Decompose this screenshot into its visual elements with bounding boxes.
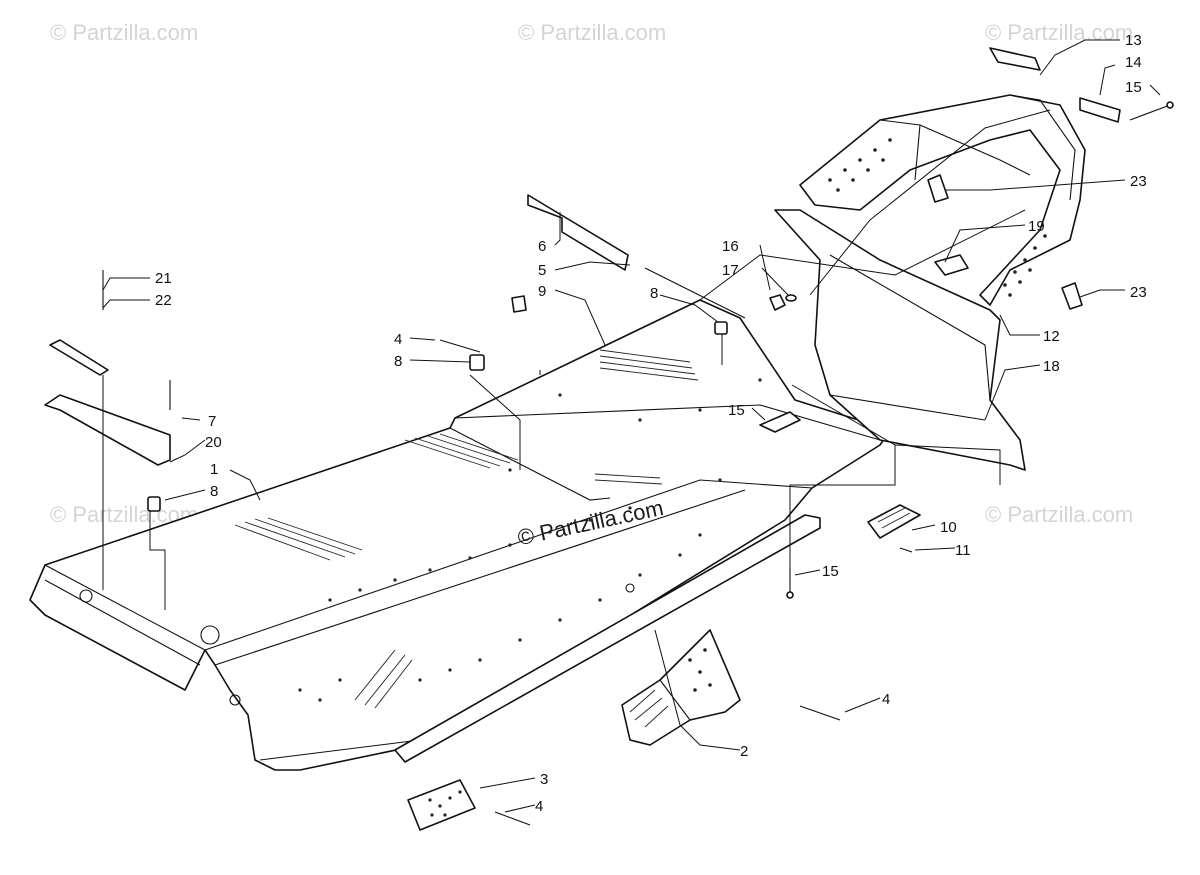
callout-23-b: 23 [1130,284,1147,301]
callout-14: 14 [1125,54,1142,71]
bolt-part-15-bottom [786,568,794,599]
nut-part-16 [769,294,786,311]
leader-lines [102,39,1161,813]
hinge-part-15 [759,411,801,433]
flap-part-5-6 [511,194,746,319]
plug-part-8-b [714,321,728,335]
callout-1: 1 [210,461,218,478]
washer-part-17 [785,294,797,302]
flap-part-18 [774,209,1026,471]
plug-part-8-c [147,496,161,512]
bolt-part-15-top [1129,101,1174,121]
tunnel-part-1 [29,299,891,771]
callout-9: 9 [538,283,546,300]
callout-19: 19 [1028,218,1045,235]
callout-2: 2 [740,743,748,760]
rivet-part-4-bottom [494,811,531,826]
plate-part-3 [407,779,476,831]
clip-part-23-b [1061,282,1083,310]
callout-5: 5 [538,262,546,279]
callout-15-top: 15 [1125,79,1142,96]
decal-part-10 [867,504,921,539]
watermark-top-center: © Partzilla.com [518,20,666,45]
callout-3: 3 [540,771,548,788]
callout-8-c: 8 [210,483,218,500]
callout-20: 20 [205,434,222,451]
bracket-part-2 [621,629,741,746]
callout-4-top: 4 [394,331,402,348]
callout-11: 11 [955,542,971,559]
callout-15-mid: 15 [728,402,745,419]
rivet-part-4-top [439,339,481,353]
callout-16: 16 [722,238,739,255]
watermark-top-left: © Partzilla.com [50,20,198,45]
rivet-part-4-right [799,705,841,721]
callout-23-a: 23 [1130,173,1147,190]
decal-part-14 [1079,97,1121,123]
callout-8-b: 8 [650,285,658,302]
callout-10: 10 [940,519,957,536]
bumper-part-12 [799,94,1086,306]
decal-part-13 [989,47,1041,71]
callout-21: 21 [155,270,172,287]
watermark-top-right: © Partzilla.com [985,20,1133,45]
screw-part-11 [899,547,913,553]
callout-8-a: 8 [394,353,402,370]
callout-13: 13 [1125,32,1142,49]
bracket-part-20 [44,394,171,466]
callout-18: 18 [1043,358,1060,375]
callout-17: 17 [722,262,739,279]
clip-part-23-a [927,174,949,203]
callout-6: 6 [538,238,546,255]
watermark-mid-right: © Partzilla.com [985,502,1133,527]
callout-7: 7 [208,413,216,430]
bracket-part-19 [934,254,969,276]
callout-12: 12 [1043,328,1060,345]
callout-15-bottom: 15 [822,563,839,580]
callout-4-right: 4 [882,691,890,708]
callout-4-bottom: 4 [535,798,543,815]
callout-22: 22 [155,292,172,309]
bracket-part-22 [49,339,109,376]
plug-part-8-a [469,354,485,371]
